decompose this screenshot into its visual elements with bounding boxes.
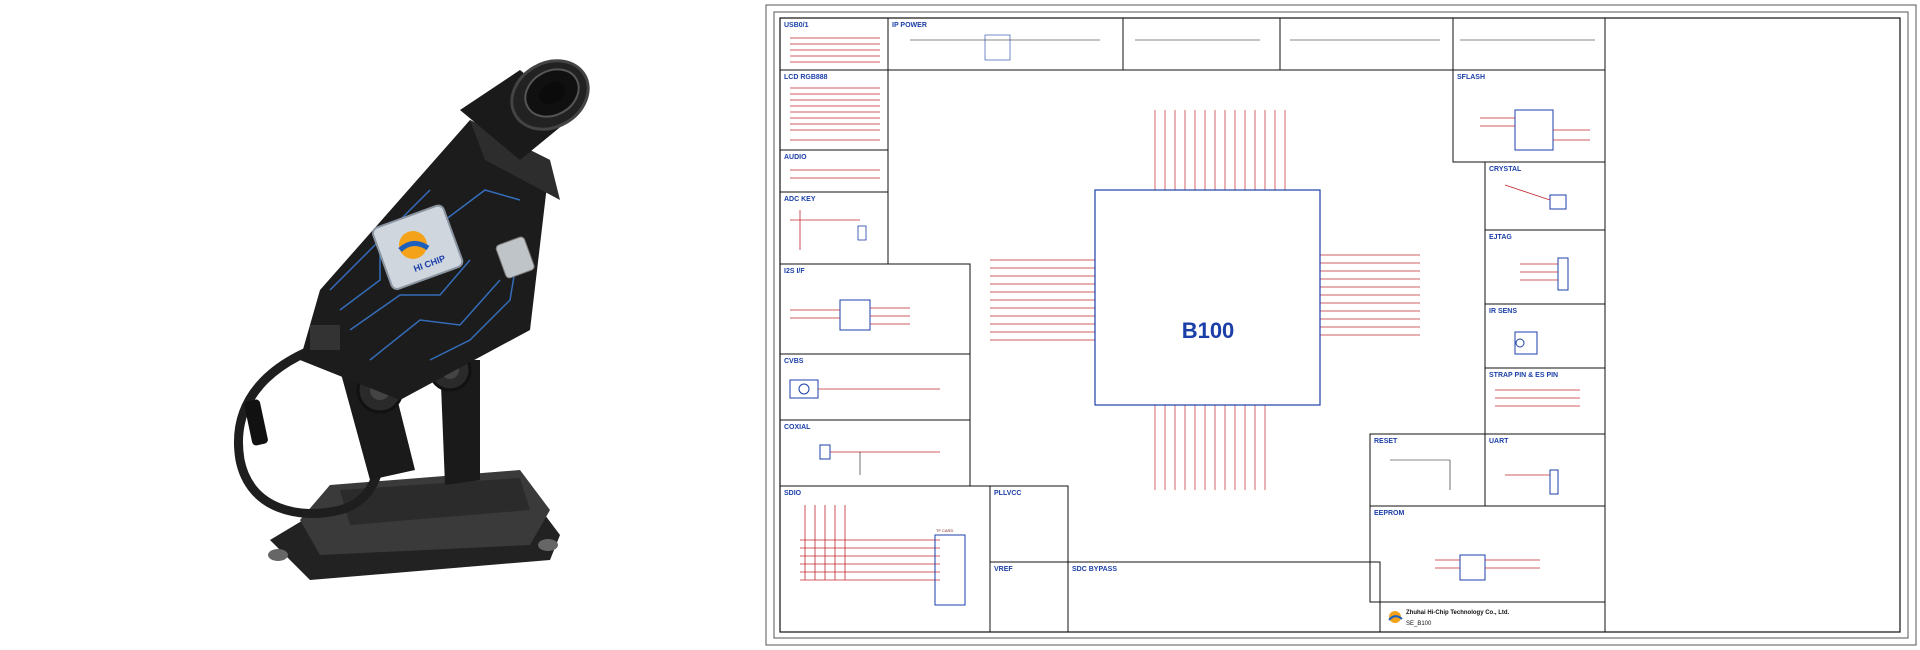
block-label-sdc-bypass: SDC BYPASS (1072, 566, 1117, 573)
audio-signals (790, 169, 880, 179)
block-label-cvbs: CVBS (784, 358, 804, 365)
cable-connector (244, 399, 268, 446)
circuit-schematic: USB0/1 IP POWER LCD RGB888 AUDIO ADC KEY… (765, 4, 1917, 646)
chip-label: B100 (1182, 318, 1235, 343)
projector-lens (460, 59, 590, 160)
usb-signals (790, 37, 880, 63)
crystal-circuit (1504, 184, 1567, 210)
block-label-audio: AUDIO (784, 154, 807, 161)
block-label-ir-sens: IR SENS (1489, 308, 1517, 315)
strap-pins (1495, 389, 1580, 407)
i2s-circuit (790, 299, 910, 331)
block-label-ip-power: IP POWER (892, 22, 927, 29)
block-label-adc-key: ADC KEY (784, 196, 816, 203)
sdio-circuit: TF CARD (800, 505, 966, 606)
block-label-ejtag: EJTAG (1489, 234, 1512, 241)
focus-knob (495, 236, 535, 279)
block-label-crystal: CRYSTAL (1489, 166, 1522, 173)
cvbs-circuit (789, 379, 940, 399)
hichip-logo: HI CHIP (371, 204, 464, 290)
lcd-signals (790, 87, 880, 141)
adc-key-circuit (790, 210, 867, 250)
coxial-circuit (819, 444, 940, 475)
block-label-sflash: SFLASH (1457, 74, 1485, 81)
block-label-uart: UART (1489, 438, 1509, 445)
block-label-strap: STRAP PIN & ES PIN (1489, 372, 1558, 379)
document-name: SE_B100 (1406, 621, 1432, 627)
block-label-coxial: COXIAL (784, 424, 811, 431)
projector-body: HI CHIP (300, 120, 560, 400)
b100-chip: B100 (990, 110, 1420, 490)
block-label-pllvcc: PLLVCC (994, 490, 1021, 497)
reset-circuit (1390, 459, 1451, 490)
block-label-sdio: SDIO (784, 490, 802, 497)
eeprom-chip (1435, 554, 1540, 581)
block-label-reset: RESET (1374, 438, 1398, 445)
sflash-chip (1480, 109, 1590, 151)
block-label-vref: VREF (994, 566, 1013, 573)
title-block: Zhuhai Hi-Chip Technology Co., Ltd. SE_B… (1388, 610, 1510, 627)
ir-sensor (1514, 331, 1538, 355)
power-caps (910, 34, 1595, 61)
block-label-eeprom: EEPROM (1374, 510, 1405, 517)
company-name: Zhuhai Hi-Chip Technology Co., Ltd. (1406, 610, 1510, 616)
block-label-i2s: I2S I/F (784, 268, 805, 275)
product-image: HI CHIP (234, 59, 590, 580)
tf-card-label: TF CARD (936, 528, 953, 533)
uart-header (1505, 469, 1559, 495)
block-label-usb: USB0/1 (784, 22, 809, 29)
ejtag-header (1520, 257, 1569, 291)
block-label-lcd: LCD RGB888 (784, 74, 828, 81)
projector-base (268, 470, 560, 580)
